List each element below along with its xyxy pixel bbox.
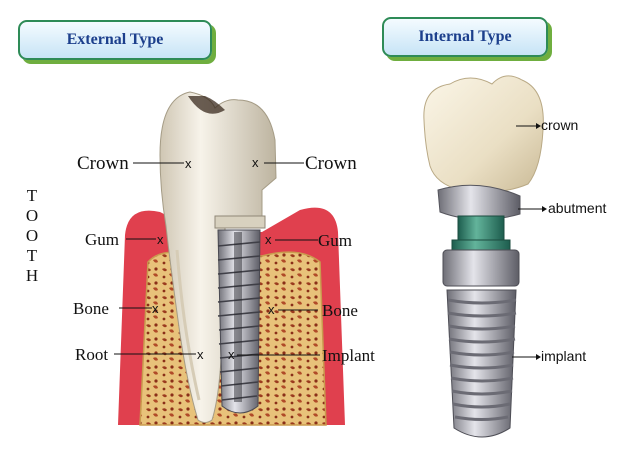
label-internal-abutment: abutment	[548, 201, 606, 215]
svg-text:x: x	[157, 232, 164, 247]
label-implant: Implant	[322, 347, 375, 364]
svg-text:x: x	[268, 302, 275, 317]
label-bone-left: Bone	[73, 300, 109, 317]
label-gum-right: Gum	[318, 232, 352, 249]
implant-section	[215, 216, 265, 413]
label-root: Root	[75, 346, 108, 363]
label-gum-left: Gum	[85, 231, 119, 248]
label-bone-right: Bone	[322, 302, 358, 319]
implant-fixture	[443, 250, 519, 437]
tooth-letter: H	[26, 266, 38, 286]
label-crown-right: Crown	[305, 154, 357, 173]
svg-text:x: x	[252, 155, 259, 170]
label-internal-crown: crown	[541, 118, 578, 132]
svg-text:x: x	[152, 301, 159, 316]
svg-text:x: x	[197, 347, 204, 362]
label-crown-left: Crown	[77, 154, 129, 173]
tooth-letter: T	[27, 186, 37, 206]
tooth-letter: O	[26, 226, 38, 246]
svg-text:x: x	[185, 156, 192, 171]
tooth-letter: T	[27, 246, 37, 266]
svg-text:x: x	[265, 232, 272, 247]
tooth-vertical-label: T O O T H	[22, 186, 42, 286]
implant-crown	[424, 76, 543, 192]
svg-text:x: x	[228, 347, 235, 362]
tooth-letter: O	[26, 206, 38, 226]
label-internal-implant: implant	[541, 349, 586, 363]
implant-abutment	[438, 185, 520, 250]
